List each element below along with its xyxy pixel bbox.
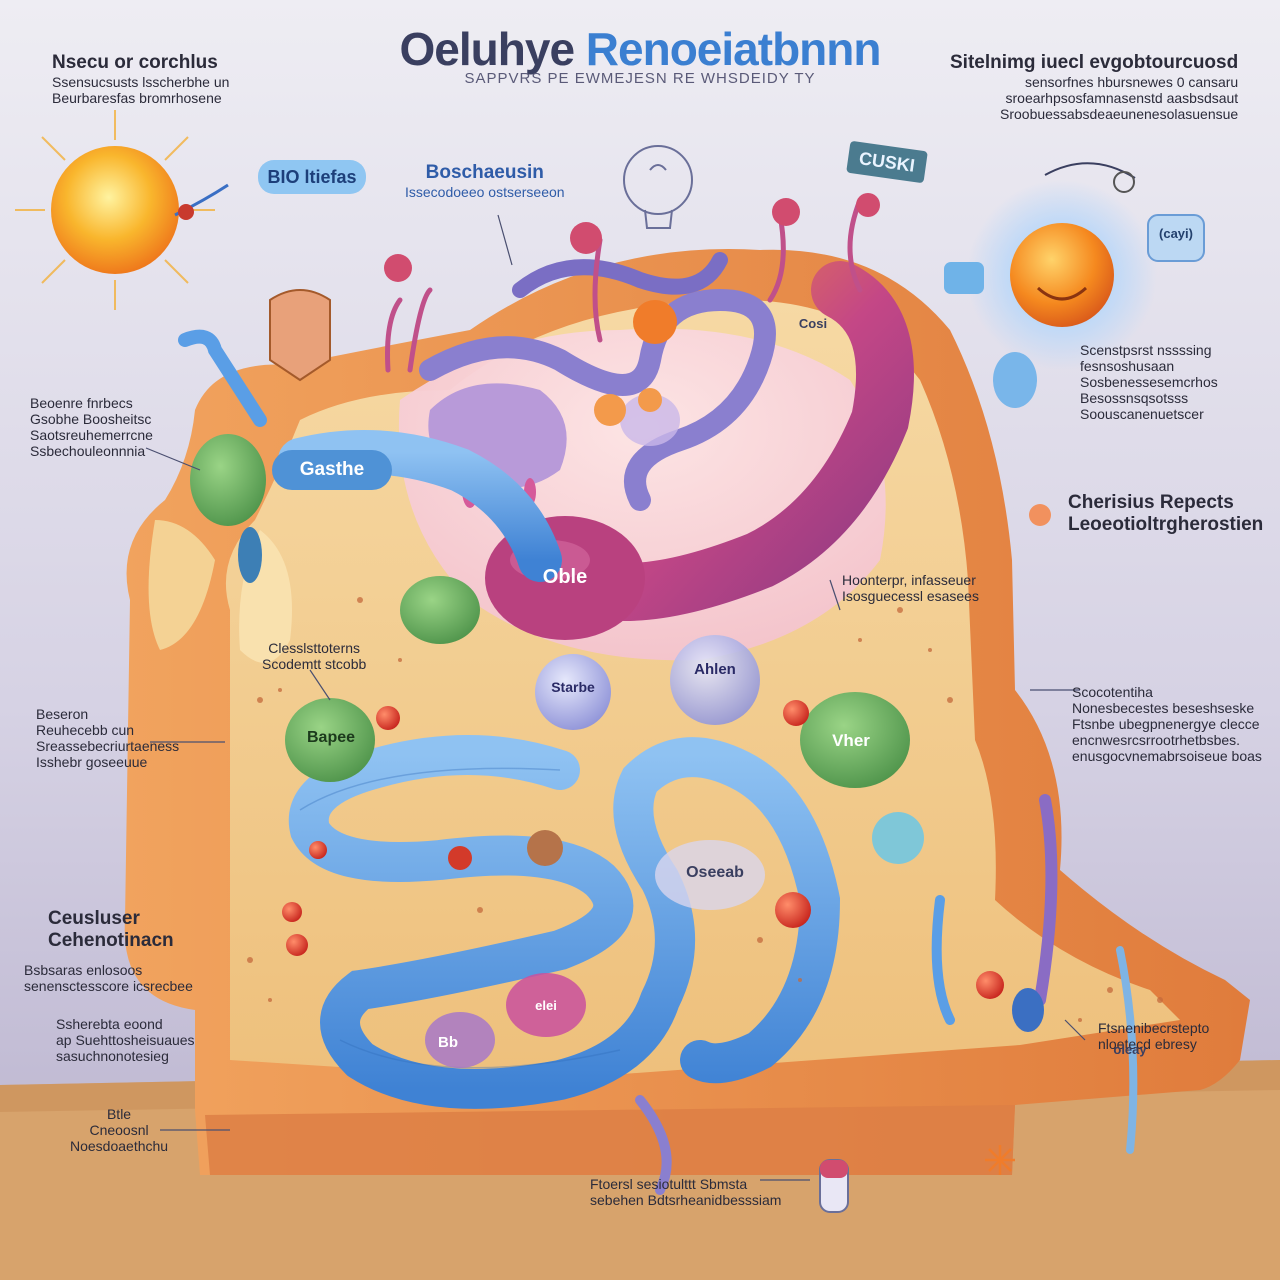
sticker-orb: (cayi) — [1150, 222, 1202, 246]
label-bottom-center-line-0: Ftoersl sesiotulttt Sbmsta — [590, 1176, 781, 1192]
label-bottom-left-line-0: Btle — [70, 1106, 168, 1122]
tag-bb: Bb — [428, 1032, 468, 1054]
label-top-left-line-2: Beurbaresfas bromrhosene — [52, 90, 229, 106]
spark-icon — [985, 1145, 1015, 1175]
label-left-lower2: Bsbsaras enlosoos senensctesscore icsrec… — [24, 962, 193, 994]
label-top-left-line-1: Ssensucsusts lsscherbhe un — [52, 74, 229, 90]
label-top-right-line-2: sroearhpsosfamnasenstd aasbsdsaut — [950, 90, 1238, 106]
label-top-right-line-0: Sitelnimg iuecl evgobtourcuosd — [950, 52, 1238, 74]
label-top-right: Sitelnimg iuecl evgobtourcuosd sensorfne… — [950, 52, 1238, 122]
label-bottom-center: Ftoersl sesiotulttt Sbmsta sebehen Bdtsr… — [590, 1176, 781, 1208]
label-right-lower-line-3: encnwesrcsrrootrhetbsbes. — [1072, 732, 1262, 748]
label-bottom-left-line-1: Cneoosnl — [70, 1122, 168, 1138]
pill-icon — [820, 1160, 848, 1212]
tag-nher: Vher — [818, 728, 884, 754]
tag-oble: Oble — [525, 562, 605, 592]
label-left-bottom-line-1: ap Suehttosheisuaues — [56, 1032, 195, 1048]
label-right-upper-line-3: Besossnsqsotsss — [1080, 390, 1218, 406]
tag-cosi: Cosi — [790, 314, 836, 334]
label-right-upper-line-1: fesnsoshusaan — [1080, 358, 1218, 374]
label-top-center-line-0: Boschaeusin — [405, 162, 565, 184]
label-right-lower-line-1: Nonesbecestes beseshseske — [1072, 700, 1262, 716]
tag-gastre: Gasthe — [272, 450, 392, 490]
label-top-right-line-1: sensorfnes hbursnewes 0 cansaru — [950, 74, 1238, 90]
tag-baper: Bapee — [298, 725, 364, 751]
tag-oseb: Oseeab — [670, 860, 760, 886]
label-upper-left-line-2: Saotsreuhemerrcne — [30, 427, 153, 443]
label-right-upper-line-4: Soouscanenuetscer — [1080, 406, 1218, 422]
label-right-middle-line-1: Leoeotioltrgherostien — [1068, 514, 1263, 536]
label-left-lower-line-0: Ceusluser — [48, 908, 174, 930]
label-left-middle-line-1: Reuhecebb cun — [36, 722, 179, 738]
label-upper-left-line-1: Gsobhe Boosheitsc — [30, 411, 153, 427]
label-right-upper-line-0: Scenstpsrst nssssing — [1080, 342, 1218, 358]
tag-ahlen: Ahlen — [680, 658, 750, 682]
label-right-bottom-line-0: Ftsnenibecrstepto — [1098, 1020, 1209, 1036]
label-upper-left-line-3: Ssbechouleonnnia — [30, 443, 153, 459]
title-suffix: Renoeiatbnnn — [574, 23, 880, 75]
label-right-upper: Scenstpsrst nssssing fesnsoshusaan Sosbe… — [1080, 342, 1218, 422]
label-top-left-line-0: Nsecu or corchlus — [52, 52, 229, 74]
label-left-bottom: Ssherebta eoond ap Suehttosheisuaues sas… — [56, 1016, 195, 1064]
label-left-middle-line-3: Isshebr goseeuue — [36, 754, 179, 770]
tag-olesy: oleay — [1100, 1040, 1160, 1060]
label-center-right: Hoonterpr, infasseuer Isosguecessl esase… — [842, 572, 979, 604]
label-left-bottom-line-0: Ssherebta eoond — [56, 1016, 195, 1032]
label-upper-left-line-0: Beoenre fnrbecs — [30, 395, 153, 411]
label-right-lower-line-4: enusgocvnemabrsoiseue boas — [1072, 748, 1262, 764]
label-left-lower: Ceusluser Cehenotinacn — [48, 908, 174, 952]
label-top-left: Nsecu or corchlus Ssensucsusts lsscherbh… — [52, 52, 229, 106]
label-center-left-line-0: Clesslsttoterns — [262, 640, 366, 656]
label-top-center-line-1: Issecodoeeo ostserseeon — [405, 184, 565, 200]
tag-starbo: Starbe — [540, 675, 606, 699]
label-top-right-line-3: Sroobuessabsdeaeunenesolasuensue — [950, 106, 1238, 122]
label-bottom-center-line-1: sebehen Bdtsrheanidbesssiam — [590, 1192, 781, 1208]
label-left-middle-line-0: Beseron — [36, 706, 179, 722]
sensor-top-left — [270, 290, 330, 380]
label-left-bottom-line-2: sasuchnonotesieg — [56, 1048, 195, 1064]
label-right-lower: Scocotentiha Nonesbecestes beseshseske F… — [1072, 684, 1262, 764]
label-center-left: Clesslsttoterns Scodemtt stcobb — [262, 640, 366, 672]
label-top-center: Boschaeusin Issecodoeeo ostserseeon — [405, 162, 565, 200]
label-left-lower2-line-1: senensctesscore icsrecbee — [24, 978, 193, 994]
label-right-lower-line-0: Scocotentiha — [1072, 684, 1262, 700]
label-left-middle: Beseron Reuhecebb cun Sreassebecriurtaen… — [36, 706, 179, 770]
label-center-right-line-1: Isosguecessl esasees — [842, 588, 979, 604]
sticker-left: BIO ltiefas — [258, 160, 366, 194]
label-left-middle-line-2: Sreassebecriurtaeness — [36, 738, 179, 754]
label-left-lower-line-1: Cehenotinacn — [48, 930, 174, 952]
label-left-lower2-line-0: Bsbsaras enlosoos — [24, 962, 193, 978]
label-upper-left: Beoenre fnrbecs Gsobhe Boosheitsc Saotsr… — [30, 395, 153, 459]
label-right-middle-line-0: Cherisius Repects — [1068, 492, 1263, 514]
label-center-left-line-1: Scodemtt stcobb — [262, 656, 366, 672]
tag-elei: elei — [520, 996, 572, 1016]
label-bottom-left: Btle Cneoosnl Noesdoaethchu — [70, 1106, 168, 1154]
label-right-middle: Cherisius Repects Leoeotioltrgherostien — [1068, 492, 1263, 536]
label-bottom-left-line-2: Noesdoaethchu — [70, 1138, 168, 1154]
label-right-upper-line-2: Sosbenessesemcrhos — [1080, 374, 1218, 390]
label-center-right-line-0: Hoonterpr, infasseuer — [842, 572, 979, 588]
blue-droplet — [1012, 988, 1044, 1032]
label-right-lower-line-2: Ftsnbe ubegpnenergye clecce — [1072, 716, 1262, 732]
title-prefix: Oeluhye — [400, 23, 575, 75]
